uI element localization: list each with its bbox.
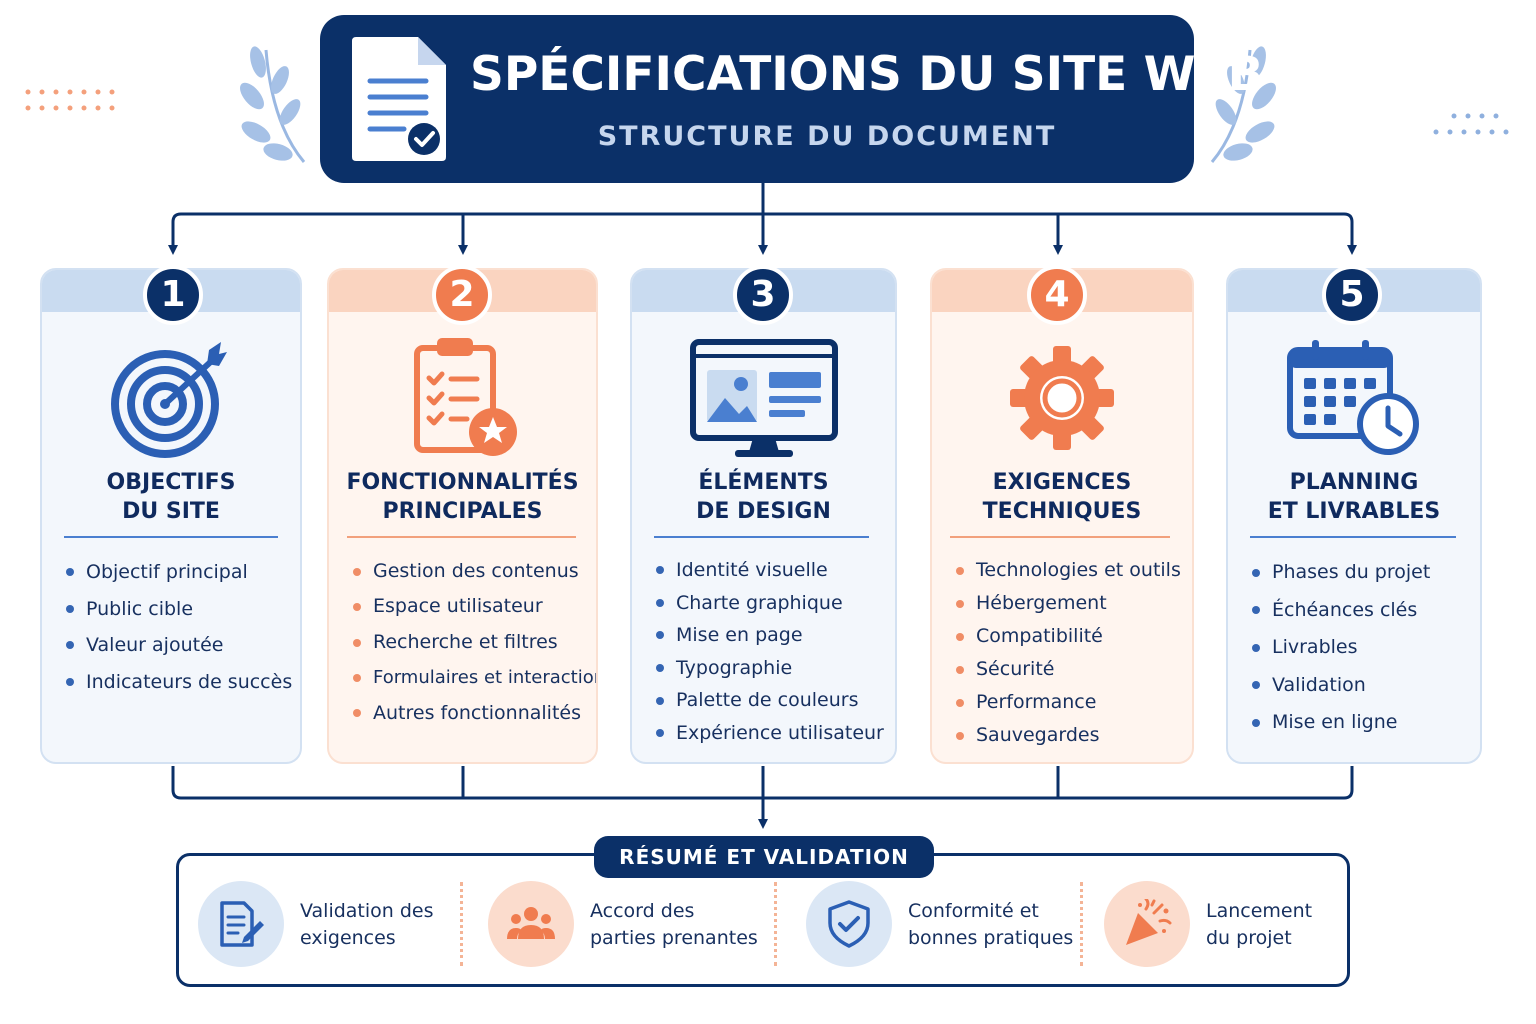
section-card-5: PLANNING ET LIVRABLES Phases du projet É…: [1226, 268, 1482, 764]
list-item: Mise en page: [656, 619, 889, 652]
section-number-5: 5: [1322, 265, 1382, 325]
section-rule: [950, 536, 1170, 538]
list-item: Palette de couleurs: [656, 684, 889, 717]
summary-title: RÉSUMÉ ET VALIDATION: [594, 836, 934, 878]
list-item: Échéances clés: [1252, 592, 1474, 630]
list-item: Public cible: [66, 591, 294, 628]
dots-decoration-left: [25, 89, 115, 111]
gear-icon: [1010, 346, 1114, 450]
summary-separator: [460, 882, 463, 966]
summary-separator: [774, 882, 777, 966]
section-card-4: EXIGENCES TECHNIQUES Technologies et out…: [930, 268, 1194, 764]
list-item: Charte graphique: [656, 587, 889, 620]
list-item: Gestion des contenus: [353, 554, 590, 589]
list-item: Phases du projet: [1252, 554, 1474, 592]
party-popper-icon: [1126, 899, 1172, 945]
dots-decoration-right: [1433, 113, 1509, 135]
summary-item-launch: Lancement du projet: [1104, 880, 1324, 970]
section-card-2: FONCTIONNALITÉS PRINCIPALES Gestion des …: [327, 268, 598, 764]
document-check-icon: [352, 37, 446, 161]
laurel-left-icon: [240, 46, 306, 163]
section-number-1: 1: [143, 265, 203, 325]
list-item: Formulaires et interactions: [353, 660, 596, 695]
list-item: Objectif principal: [66, 554, 294, 591]
list-item: Valeur ajoutée: [66, 627, 294, 664]
shield-check-icon: [828, 900, 870, 948]
section-title: FONCTIONNALITÉS PRINCIPALES: [346, 470, 579, 524]
list-item: Sécurité: [956, 653, 1186, 686]
section-title: ÉLÉMENTS DE DESIGN: [696, 470, 831, 524]
section-list: Technologies et outils Hébergement Compa…: [956, 554, 1186, 752]
section-number-4: 4: [1027, 265, 1087, 325]
list-item: Technologies et outils: [956, 554, 1186, 587]
summary-item-compliance: Conformité et bonnes pratiques: [806, 880, 1076, 970]
section-title: PLANNING ET LIVRABLES: [1267, 470, 1441, 524]
section-list: Phases du projet Échéances clés Livrable…: [1252, 554, 1474, 742]
list-item: Autres fonctionnalités: [353, 696, 590, 731]
list-item: Hébergement: [956, 587, 1186, 620]
section-list: Objectif principal Public cible Valeur a…: [66, 554, 294, 700]
section-list: Gestion des contenus Espace utilisateur …: [353, 554, 596, 731]
list-item: Validation: [1252, 667, 1474, 705]
list-item: Expérience utilisateur: [656, 717, 889, 750]
list-item: Recherche et filtres: [353, 625, 590, 660]
summary-item-stakeholders: Accord des parties prenantes: [488, 880, 758, 970]
people-group-icon: [507, 907, 555, 939]
list-item: Espace utilisateur: [353, 589, 590, 624]
summary-item-validation: Validation des exigences: [198, 880, 448, 970]
section-number-2: 2: [432, 265, 492, 325]
laurel-right-icon: [1210, 46, 1276, 163]
list-item: Typographie: [656, 652, 889, 685]
list-item: Sauvegardes: [956, 719, 1186, 752]
section-rule: [654, 536, 869, 538]
document-pen-icon: [220, 901, 264, 947]
calendar-clock-icon: [1287, 340, 1419, 455]
summary-separator: [1080, 882, 1083, 966]
list-item: Mise en ligne: [1252, 704, 1474, 742]
section-rule: [347, 536, 576, 538]
list-item: Livrables: [1252, 629, 1474, 667]
page-title: SPÉCIFICATIONS DU SITE WEB: [470, 47, 1264, 102]
list-item: Compatibilité: [956, 620, 1186, 653]
target-arrow-icon: [111, 342, 227, 458]
section-number-3: 3: [733, 265, 793, 325]
section-rule: [1250, 536, 1456, 538]
section-card-3: ÉLÉMENTS DE DESIGN Identité visuelle Cha…: [630, 268, 897, 764]
section-title: OBJECTIFS DU SITE: [106, 470, 236, 524]
monitor-layout-icon: [689, 339, 838, 457]
list-item: Performance: [956, 686, 1186, 719]
page-subtitle: STRUCTURE DU DOCUMENT: [597, 121, 1057, 152]
section-rule: [64, 536, 278, 538]
clipboard-checklist-icon: [413, 338, 517, 456]
section-title: EXIGENCES TECHNIQUES: [982, 470, 1142, 524]
section-list: Identité visuelle Charte graphique Mise …: [656, 554, 889, 750]
list-item: Indicateurs de succès: [66, 664, 294, 701]
header-banner: SPÉCIFICATIONS DU SITE WEB STRUCTURE DU …: [320, 15, 1264, 183]
list-item: Identité visuelle: [656, 554, 889, 587]
section-card-1: OBJECTIFS DU SITE Objectif principal Pub…: [40, 268, 302, 764]
